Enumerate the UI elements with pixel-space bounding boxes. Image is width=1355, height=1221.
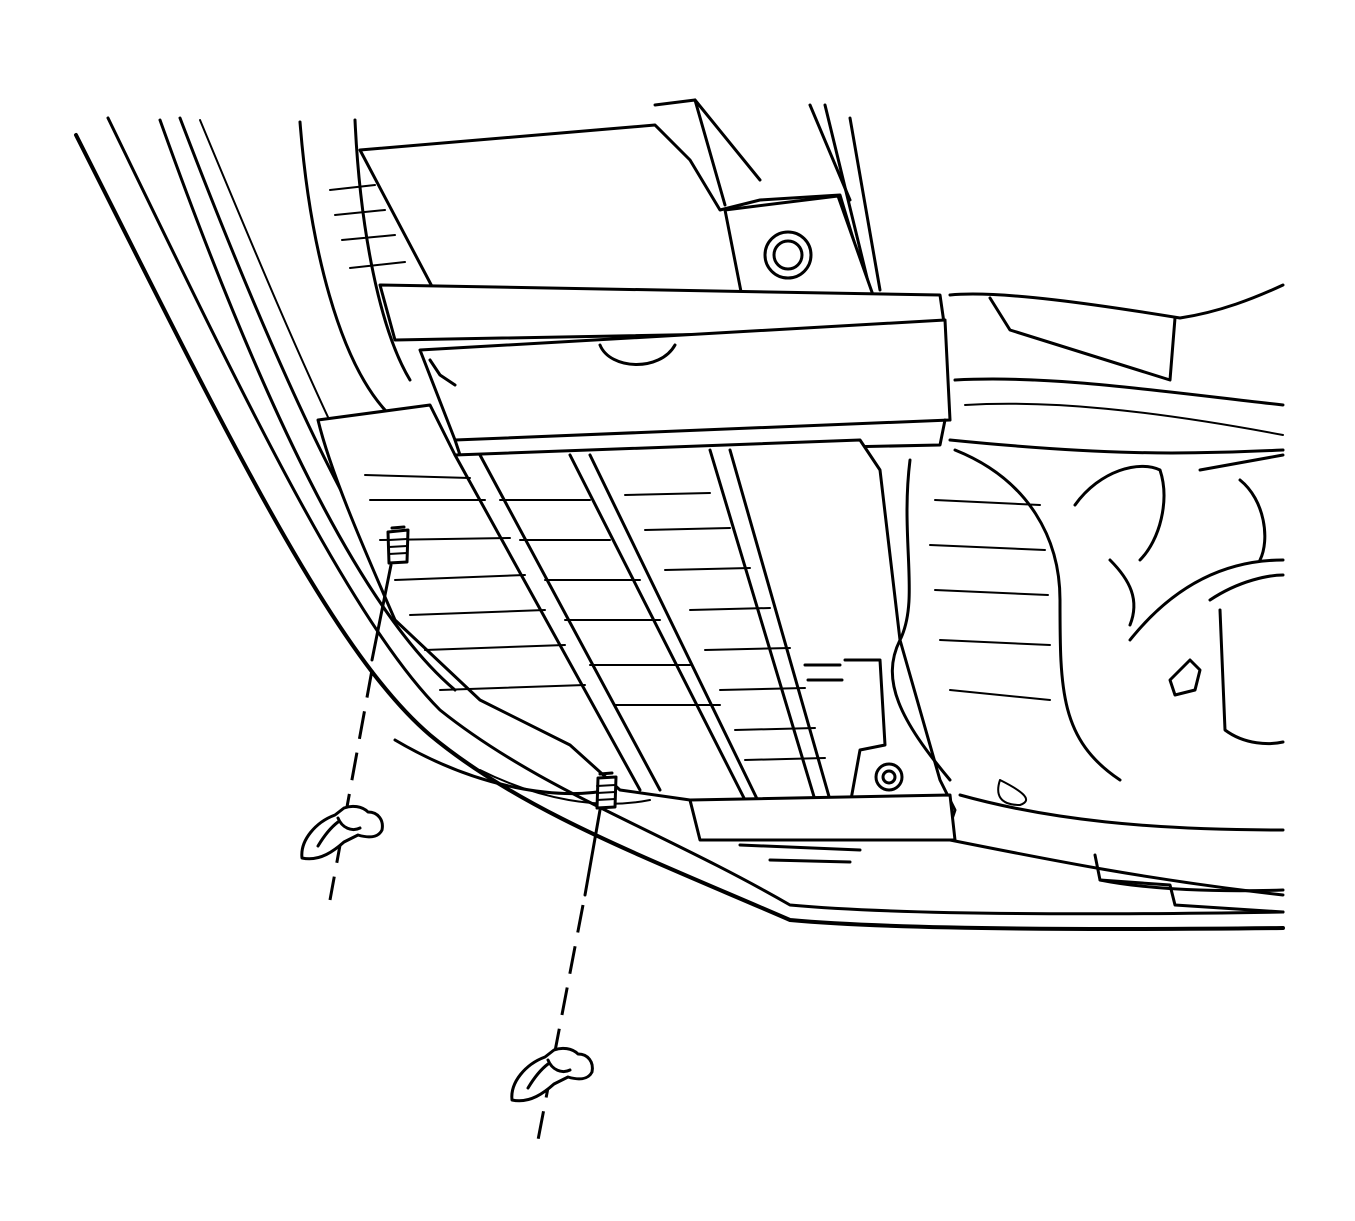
leader-line-2-solid [583,808,602,897]
leader-line-1-dashed [328,669,374,901]
push-pin-retainer-2 [595,771,618,810]
push-pin-retainer-1 [386,525,410,565]
lower-splash-shield-panel [316,403,957,864]
leader-line-2-dashed [536,904,585,1141]
upper-bracket-housing [358,98,952,457]
wing-nut-fastener-2 [510,1046,594,1103]
leader-line-1-solid [370,563,393,662]
wing-nut-fastener-1 [300,804,384,861]
suspension-and-wheel-area [890,283,1285,914]
